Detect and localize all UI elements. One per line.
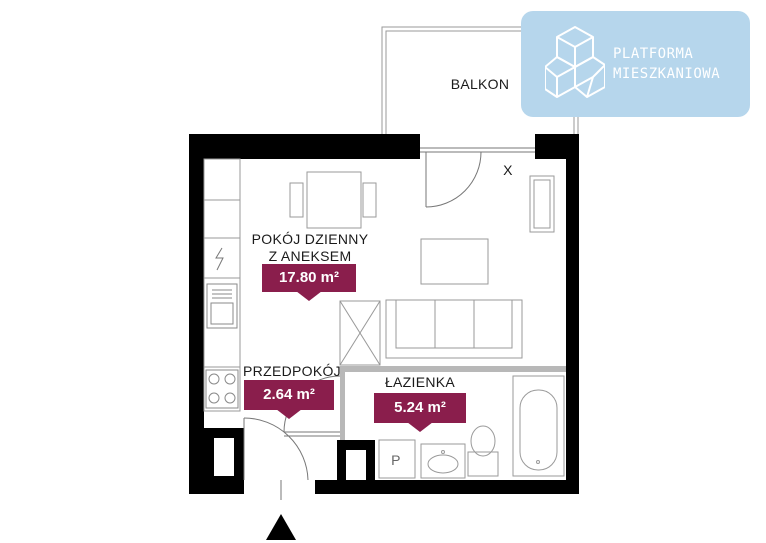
bathroom-area-badge: 5.24 m²: [374, 393, 466, 432]
fridge-icon: [215, 247, 224, 271]
dining-table: [289, 171, 377, 229]
side-cabinet: [529, 175, 555, 233]
coffee-table: [420, 238, 489, 285]
living-room-name-line1: POKÓJ DZIENNY: [251, 231, 369, 247]
hallway-area-badge: 2.64 m²: [244, 380, 334, 419]
interior-walls: [204, 366, 566, 480]
sofa: [385, 299, 523, 359]
wardrobe: [339, 300, 381, 366]
cooktop-icon: [205, 369, 239, 409]
entrance-arrow-icon: [266, 514, 296, 540]
living-room-area-badge: 17.80 m²: [262, 264, 356, 301]
hallway-label: PRZEDPOKÓJ: [243, 363, 341, 379]
kitchen-counter: [203, 158, 241, 412]
logo-line1: PLATFORMA: [613, 46, 694, 62]
bathroom-label: ŁAZIENKA: [384, 374, 456, 390]
balkon-label: BALKON: [450, 76, 510, 92]
logo-text: PLATFORMA MIESZKANIOWA: [613, 44, 720, 84]
outer-walls: [189, 134, 579, 494]
sink-icon: [206, 283, 238, 329]
platforma-logo[interactable]: PLATFORMA MIESZKANIOWA: [521, 11, 750, 117]
balcony-door: [420, 147, 535, 208]
window-mark: X: [503, 162, 513, 178]
toilet: [467, 425, 499, 477]
washing-machine: [378, 439, 416, 479]
living-room-label: POKÓJ DZIENNY Z ANEKSEM: [245, 231, 375, 265]
logo-line2: MIESZKANIOWA: [613, 66, 721, 82]
bathroom-sink: [420, 443, 466, 479]
bathtub: [512, 375, 565, 477]
cube-logo-icon: [545, 26, 605, 98]
cabinet-mark: P: [391, 452, 401, 468]
entrance-door: [243, 417, 309, 500]
living-room-area: 17.80 m²: [278, 269, 340, 286]
bathroom-area: 5.24 m²: [394, 399, 446, 416]
hallway-area: 2.64 m²: [263, 386, 315, 403]
living-room-name-line2: Z ANEKSEM: [268, 248, 352, 264]
